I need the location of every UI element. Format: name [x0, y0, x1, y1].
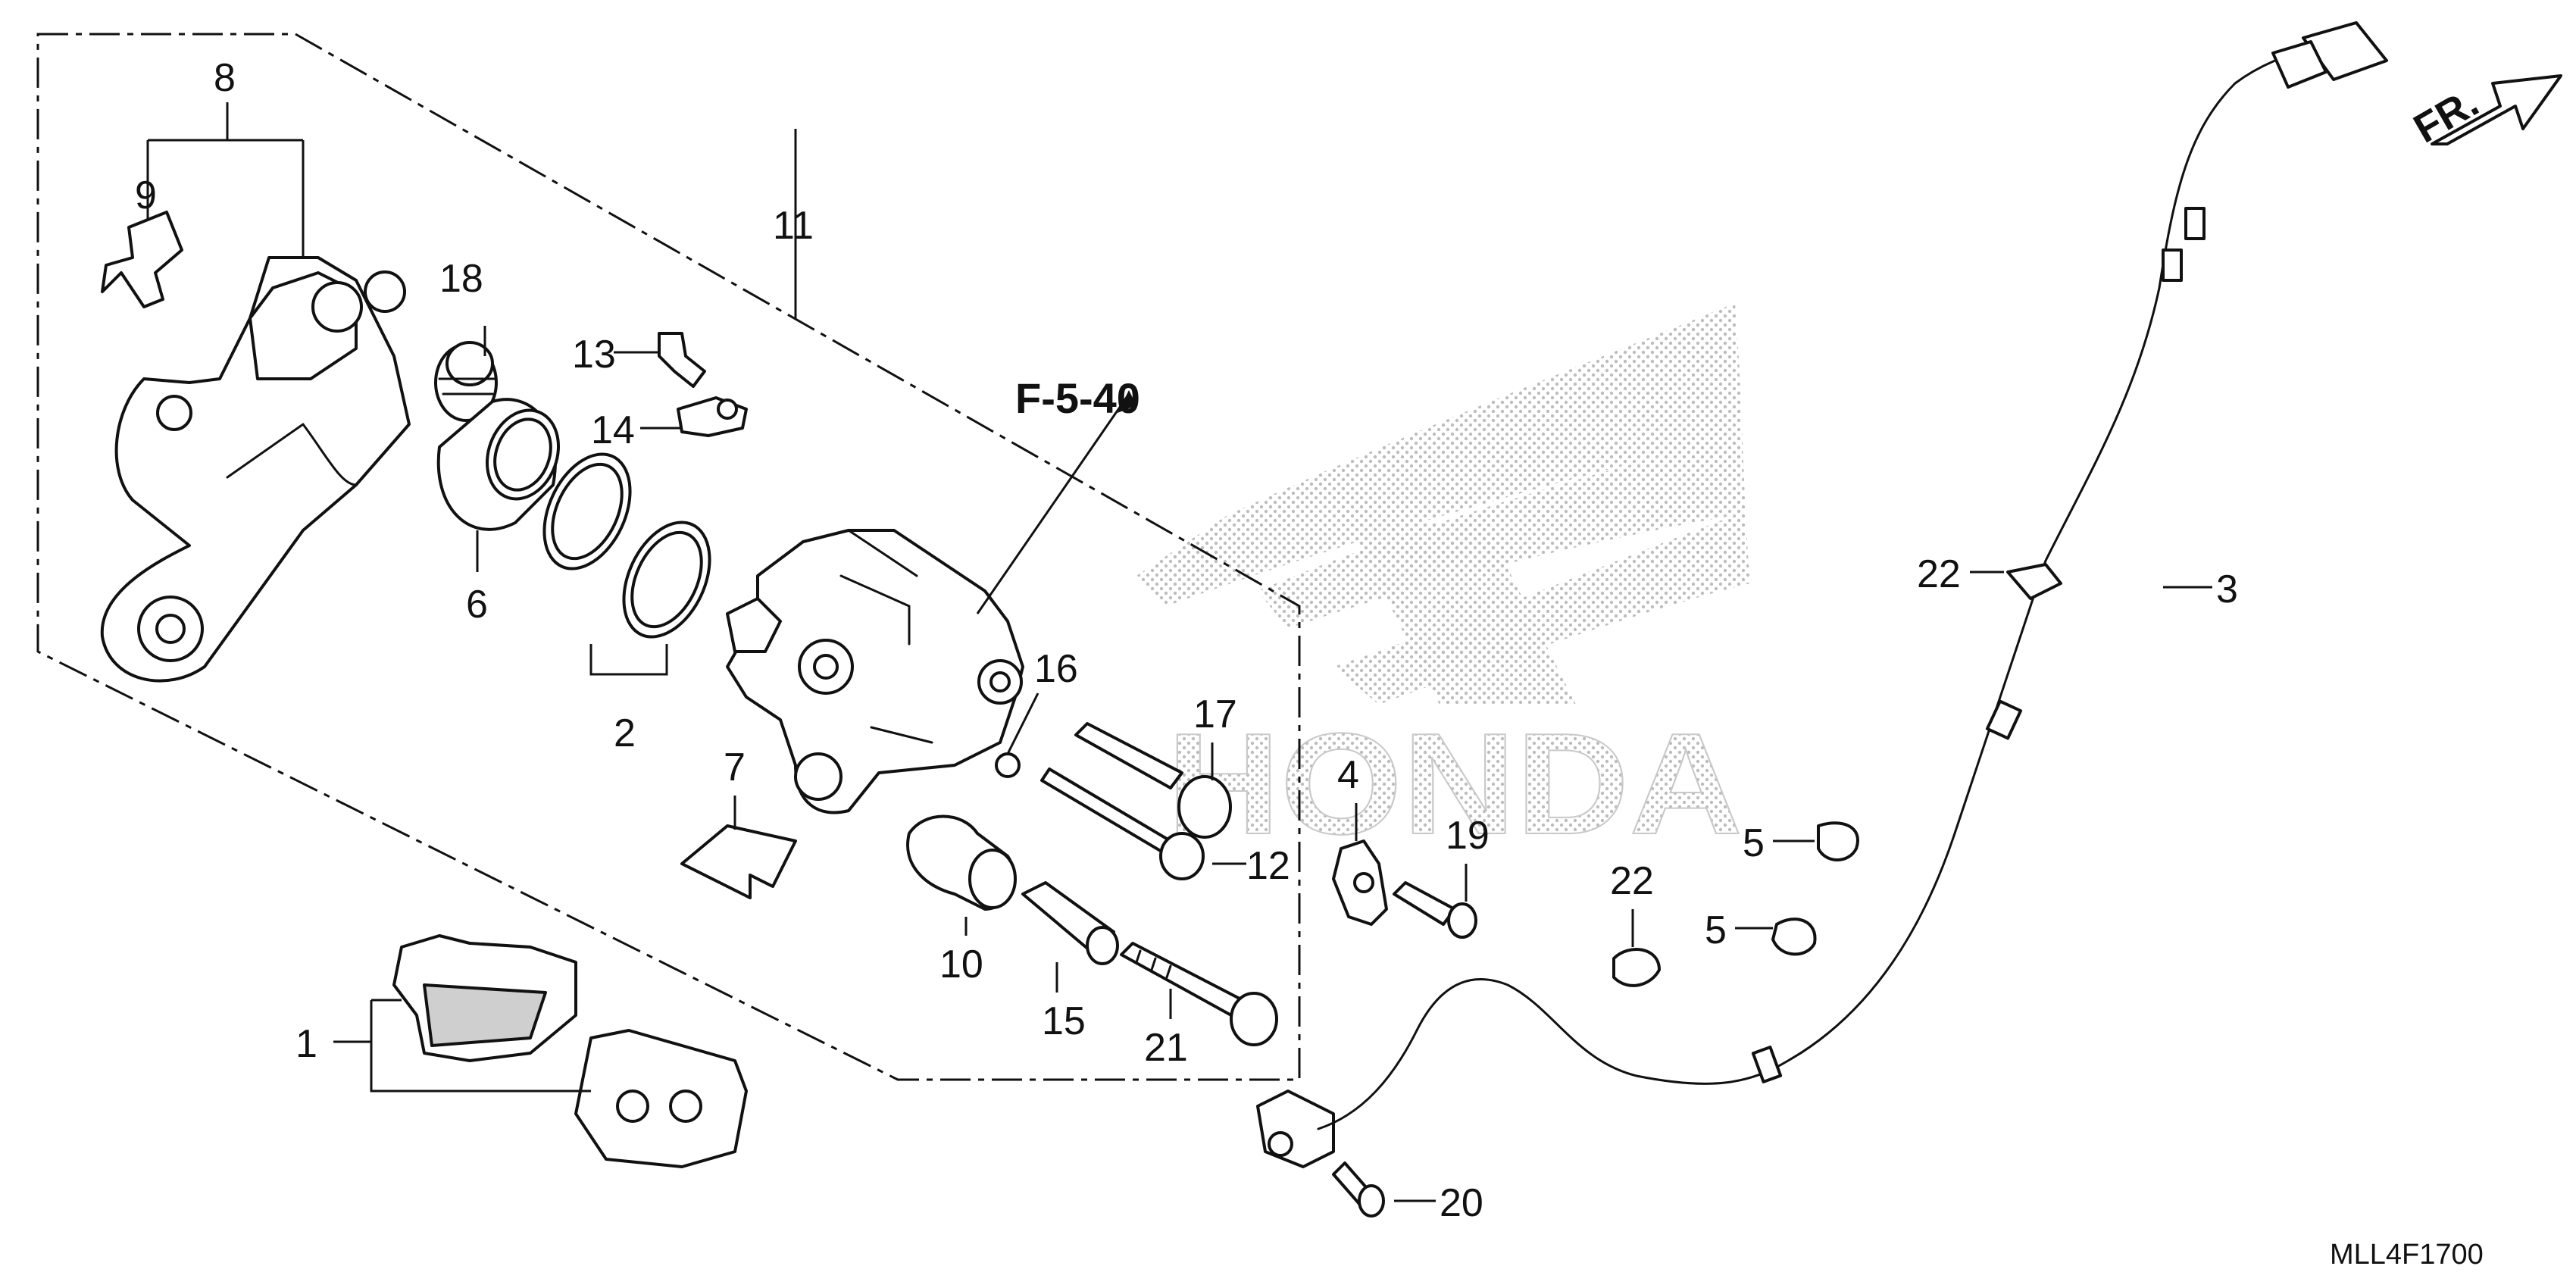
callout-19: 19 [1446, 814, 1490, 858]
callout-15: 15 [1042, 999, 1086, 1043]
pin-sleeve [1021, 881, 1119, 965]
front-direction-label: FR. [2406, 80, 2486, 152]
pad-spring-clip-upper [101, 211, 183, 308]
callout-10: 10 [939, 943, 983, 986]
brake-pad-set [392, 934, 748, 1168]
callout-6: 6 [466, 583, 488, 627]
callout-1: 1 [295, 1022, 317, 1066]
callout-9: 9 [135, 174, 157, 217]
sensor-bracket [1332, 839, 1388, 926]
callout-5-lower: 5 [1705, 908, 1727, 952]
callout-16: 16 [1034, 647, 1078, 691]
slide-pin-bolt [1074, 722, 1232, 839]
callout-12: 12 [1246, 844, 1290, 888]
callout-7: 7 [724, 746, 746, 789]
callout-17: 17 [1193, 692, 1237, 736]
cable-grommets [1751, 207, 2206, 1083]
sensor-bolt [1332, 1161, 1385, 1218]
speed-sensor-cable [1317, 44, 2320, 1130]
bracket-bolt [1393, 881, 1477, 939]
piston-seal-set [542, 452, 711, 639]
sealing-washer [995, 752, 1021, 778]
sensor-connector [2271, 21, 2388, 89]
honda-wing-watermark: HONDA [1136, 303, 1750, 865]
callout-2: 2 [614, 711, 636, 755]
caliper-bracket [100, 256, 411, 683]
callout-18: 18 [439, 257, 483, 301]
callout-5-upper: 5 [1743, 821, 1765, 865]
caliper-mounting-bolt [1120, 942, 1278, 1046]
caliper-body [726, 529, 1024, 814]
callout-14: 14 [591, 408, 635, 452]
callout-22-clamp: 22 [1610, 859, 1654, 903]
pin-boot [906, 814, 1017, 911]
caliper-piston [436, 398, 561, 531]
reference-pointer: F-5-40 [976, 374, 1140, 614]
piston-boot [434, 341, 498, 422]
bleeder-cap [677, 396, 748, 437]
callout-labels: 8 9 11 18 13 14 6 2 16 17 12 7 10 15 21 … [135, 56, 2238, 1225]
reference-label: F-5-40 [1015, 374, 1140, 422]
wheel-speed-sensor [1256, 1089, 1335, 1168]
callout-8: 8 [214, 56, 236, 100]
drawing-code: MLL4F1700 [2330, 1239, 2484, 1271]
callout-20: 20 [1440, 1181, 1483, 1225]
callout-13: 13 [572, 333, 616, 377]
callout-21: 21 [1144, 1026, 1188, 1070]
callout-3: 3 [2216, 567, 2238, 611]
caliper-pin [1040, 767, 1205, 880]
caliper-assembly-outline [36, 33, 1301, 1081]
callout-22-upper: 22 [1917, 552, 1961, 596]
cable-clamps [1612, 563, 2062, 987]
leader-lines [146, 102, 2212, 1202]
bleeder-screw [658, 332, 706, 388]
callout-4: 4 [1337, 753, 1359, 797]
callout-11: 11 [773, 204, 814, 248]
pad-spring-clip-lower [680, 824, 797, 899]
honda-watermark-text: HONDA [1167, 704, 1743, 864]
front-direction-indicator: FR. [2406, 74, 2562, 152]
